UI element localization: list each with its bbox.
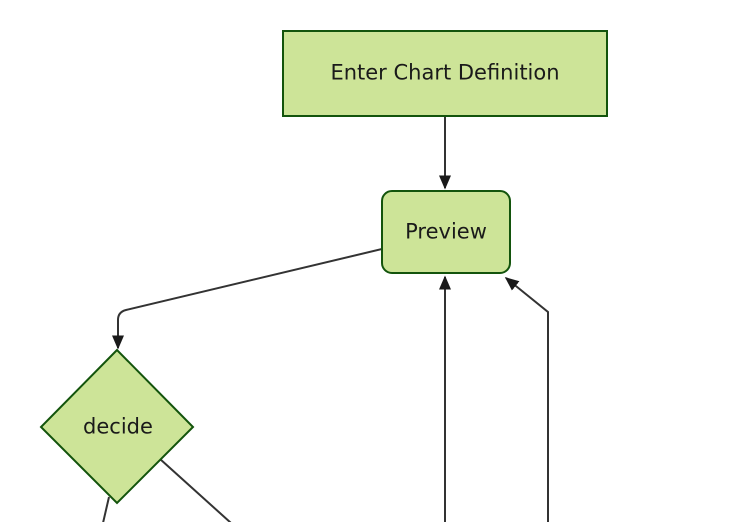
node-preview <box>381 190 511 274</box>
edge-preview-to-decide <box>112 248 383 350</box>
node-enter-chart-definition <box>282 30 608 117</box>
edges-layer <box>102 116 549 522</box>
nodes-layer <box>39 30 608 505</box>
edge-decide-to-bottom-right <box>159 458 232 522</box>
node-decide <box>39 348 195 505</box>
edge-bottom-to-preview-corner <box>504 277 549 522</box>
edge-decide-to-bottom-left <box>102 496 110 522</box>
